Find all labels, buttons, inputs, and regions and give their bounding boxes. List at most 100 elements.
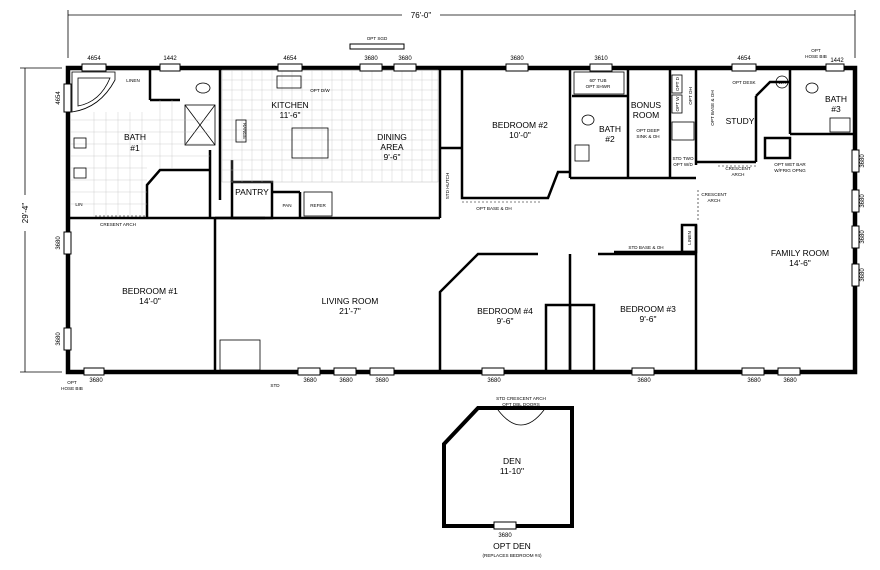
- opt-wd-label: OPT W/D: [673, 162, 693, 167]
- lin-label: LIN: [75, 202, 82, 207]
- linen-vert-label: LINEN: [687, 231, 692, 245]
- bath1-name: BATH: [124, 132, 146, 142]
- window-marks: [63, 43, 860, 530]
- win-top-5: 3680: [510, 56, 524, 62]
- dining-name1: DINING: [377, 132, 407, 142]
- bedroom4-size: 9'-6": [497, 316, 514, 326]
- bedroom3-size: 9'-6": [640, 314, 657, 324]
- bedroom2-name: BEDROOM #2: [492, 120, 548, 130]
- opt-w-label: OPT W: [675, 96, 680, 112]
- living-name: LIVING ROOM: [322, 296, 379, 306]
- kitchen-size: 11'-6": [279, 110, 300, 120]
- pantry-name: PANTRY: [235, 187, 269, 197]
- crescent-r2: ARCH: [707, 198, 720, 203]
- win-bot-3: 3680: [375, 378, 389, 384]
- opt-hose-bib-bot2: HOSE BIB: [61, 386, 83, 391]
- win-right-0: 3680: [860, 154, 866, 168]
- bonus-name1: BONUS: [631, 100, 662, 110]
- std-crescent-arch: STD CRESCENT ARCH: [496, 396, 546, 401]
- win-bot-2: 3680: [339, 378, 353, 384]
- sink-oh-label: SINK & OH: [636, 134, 659, 139]
- family-name: FAMILY ROOM: [771, 248, 829, 258]
- bath1-num: #1: [130, 143, 140, 153]
- crescent-mid2: ARCH: [731, 172, 744, 177]
- bedroom3-name: BEDROOM #3: [620, 304, 676, 314]
- bedroom1-name: BEDROOM #1: [122, 286, 178, 296]
- bedroom2-size: 10'-0": [509, 130, 531, 140]
- crescent-mid1: CRESCENT: [725, 166, 750, 171]
- bath1-tile: [70, 100, 210, 216]
- room-labels: BATH #1 KITCHEN 11'-6" DINING AREA 9'-6"…: [122, 94, 847, 476]
- bonus-name2: ROOM: [633, 110, 659, 120]
- win-bot-0: 3680: [89, 378, 103, 384]
- win-top-3: 3680: [364, 56, 378, 62]
- tile-floor: [221, 69, 439, 183]
- study-name: STUDY: [726, 116, 755, 126]
- tub-label: 60" TUB: [589, 78, 606, 83]
- range-label: RANGE: [242, 123, 247, 139]
- fixtures: [73, 71, 851, 217]
- win-bot-7: 3680: [783, 378, 797, 384]
- opt-base-oh-vert-label: OPT BASE & OH: [710, 90, 715, 125]
- crescent-arch-bath-label: CRESENT ARCH: [100, 222, 136, 227]
- std-base-oh-label: STD BASE & OH: [628, 245, 663, 250]
- linen-label: LINEN: [126, 78, 140, 83]
- win-top-4: 3680: [398, 56, 412, 62]
- win-left-2: 3680: [56, 332, 62, 346]
- win-bot-4: 3680: [487, 378, 501, 384]
- dining-size: 9'-6": [384, 152, 401, 162]
- opt-deep-label: OPT DEEP: [636, 128, 659, 133]
- std-label: STD: [270, 383, 280, 388]
- wh-label: WH: [778, 80, 786, 85]
- opt-wet-bar1: OPT WET BAR: [774, 162, 806, 167]
- win-top-7: 4654: [737, 56, 751, 62]
- overall-depth-label: 29'-4": [21, 203, 30, 224]
- bedroom1-size: 14'-0": [139, 296, 161, 306]
- crescent-r1: CRESCENT: [701, 192, 726, 197]
- win-top-0: 4654: [87, 56, 101, 62]
- overall-width-dimension: 76'-0": [67, 10, 856, 58]
- crescent-arches: [95, 165, 756, 222]
- win-right-1: 3680: [860, 194, 866, 208]
- opt-sgd-label: OPT SGD: [367, 36, 388, 41]
- opt-hose-bib-top1: OPT: [811, 48, 821, 53]
- overall-width-label: 76'-0": [411, 11, 432, 20]
- den-size: 11-10": [500, 466, 524, 476]
- opt-den-label: OPT DEN: [493, 541, 531, 551]
- opt-desk-label: OPT DESK: [732, 80, 756, 85]
- bath3-name: BATH: [825, 94, 847, 104]
- replaces-label: (REPLACES BEDROOM #4): [483, 553, 542, 558]
- interior-walls: [68, 68, 855, 374]
- opt-dw-label: OPT D/W: [310, 88, 330, 93]
- win-left-0: 4654: [56, 91, 62, 105]
- family-size: 14'-6": [789, 258, 811, 268]
- annotations: OPT SGD LINEN OPT D/W RANGE PAN REFER LI…: [61, 36, 827, 558]
- win-bot-6: 3680: [747, 378, 761, 384]
- std-hutch-label: STD HUTCH: [445, 173, 450, 200]
- opt-dbl-doors: OPT DBL DOORS: [502, 402, 540, 407]
- dining-name2: AREA: [380, 142, 403, 152]
- opt-oh-label: OPT OH: [688, 87, 693, 105]
- win-top-2: 4654: [283, 56, 297, 62]
- opt-base-oh-label: OPT BASE & OH: [476, 206, 511, 211]
- win-top-8: 1442: [830, 58, 844, 64]
- std-two-label: STD TWO: [672, 156, 694, 161]
- win-den: 3680: [498, 533, 512, 539]
- opt-hose-bib-top2: HOSE BIB: [805, 54, 827, 59]
- bath3-num: #3: [831, 104, 841, 114]
- window-size-labels: 4654 1442 4654 3680 3680 3680 3610 4654 …: [56, 56, 866, 539]
- bath2-name: BATH: [599, 124, 621, 134]
- win-right-2: 3680: [860, 230, 866, 244]
- bedroom4-name: BEDROOM #4: [477, 306, 533, 316]
- pan-label: PAN: [282, 203, 291, 208]
- win-left-1: 3680: [56, 236, 62, 250]
- bath2-num: #2: [605, 134, 615, 144]
- win-right-3: 3680: [860, 268, 866, 282]
- kitchen-name: KITCHEN: [271, 100, 308, 110]
- opt-shwr-label: OPT SHWR: [586, 84, 611, 89]
- opt-wet-bar2: W/FRIG OPNG: [774, 168, 806, 173]
- win-top-6: 3610: [594, 56, 608, 62]
- win-bot-1: 3680: [303, 378, 317, 384]
- opt-hose-bib-bot1: OPT: [67, 380, 77, 385]
- win-bot-5: 3680: [637, 378, 651, 384]
